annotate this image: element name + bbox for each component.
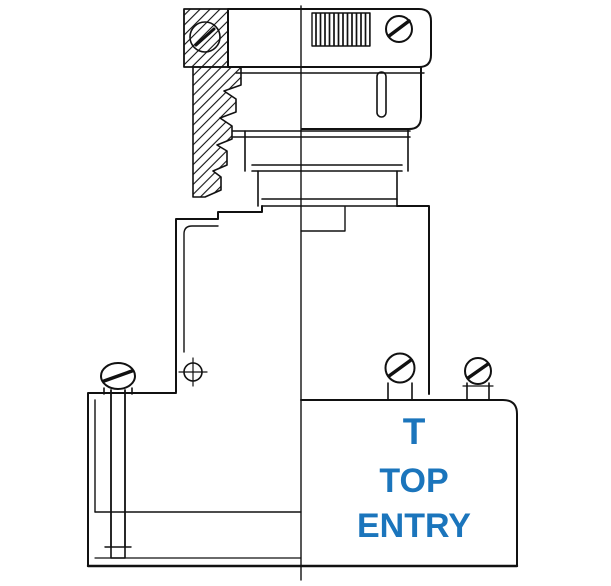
stepped-tiers bbox=[232, 128, 411, 207]
hatched-section-nut bbox=[192, 66, 242, 198]
jackscrew-left bbox=[100, 362, 136, 559]
knurl-stripes bbox=[311, 12, 371, 47]
sectioned-screw-icon bbox=[189, 21, 221, 53]
screw-slot-icon bbox=[102, 369, 134, 383]
drawing-linework bbox=[86, 5, 519, 581]
main-body bbox=[175, 205, 430, 395]
entry-entry-label: ENTRY bbox=[357, 507, 471, 545]
entry-top-label: TOP bbox=[379, 462, 448, 500]
screw-head-mid-icon bbox=[384, 352, 416, 400]
crosshair-icon bbox=[178, 357, 208, 387]
screw-slot-icon bbox=[194, 27, 216, 47]
coupling-slot bbox=[376, 71, 387, 118]
entry-label-group: T TOP ENTRY bbox=[357, 411, 471, 545]
bottom-block bbox=[86, 392, 519, 568]
entry-code-label: T bbox=[403, 411, 426, 452]
coupling-nut bbox=[192, 66, 422, 198]
top-cap bbox=[183, 8, 432, 74]
screw-head-top-right-icon bbox=[385, 15, 413, 43]
screw-head-right-icon bbox=[462, 357, 494, 400]
